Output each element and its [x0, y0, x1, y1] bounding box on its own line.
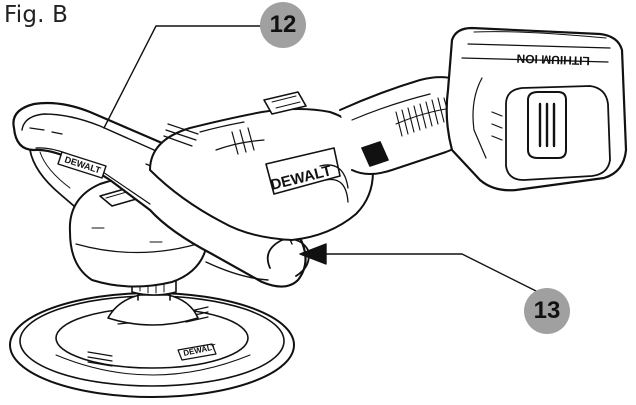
callout-13: 13 [524, 288, 570, 334]
leader-lines [103, 25, 547, 297]
arrowhead-13 [299, 243, 327, 265]
leader-line-12 [103, 25, 263, 129]
battery-pack [445, 26, 628, 192]
loop-handle [12, 101, 310, 288]
battery-label-text: LITHIUM ION [516, 51, 590, 68]
handle-logo [57, 151, 107, 179]
callout-12-number: 12 [269, 11, 297, 38]
pad-marking-left [87, 351, 113, 367]
leader-line-13 [323, 253, 547, 297]
callout-12: 12 [260, 2, 306, 48]
figure-label: Fig. B [4, 2, 69, 28]
callout-13-number: 13 [533, 297, 561, 324]
